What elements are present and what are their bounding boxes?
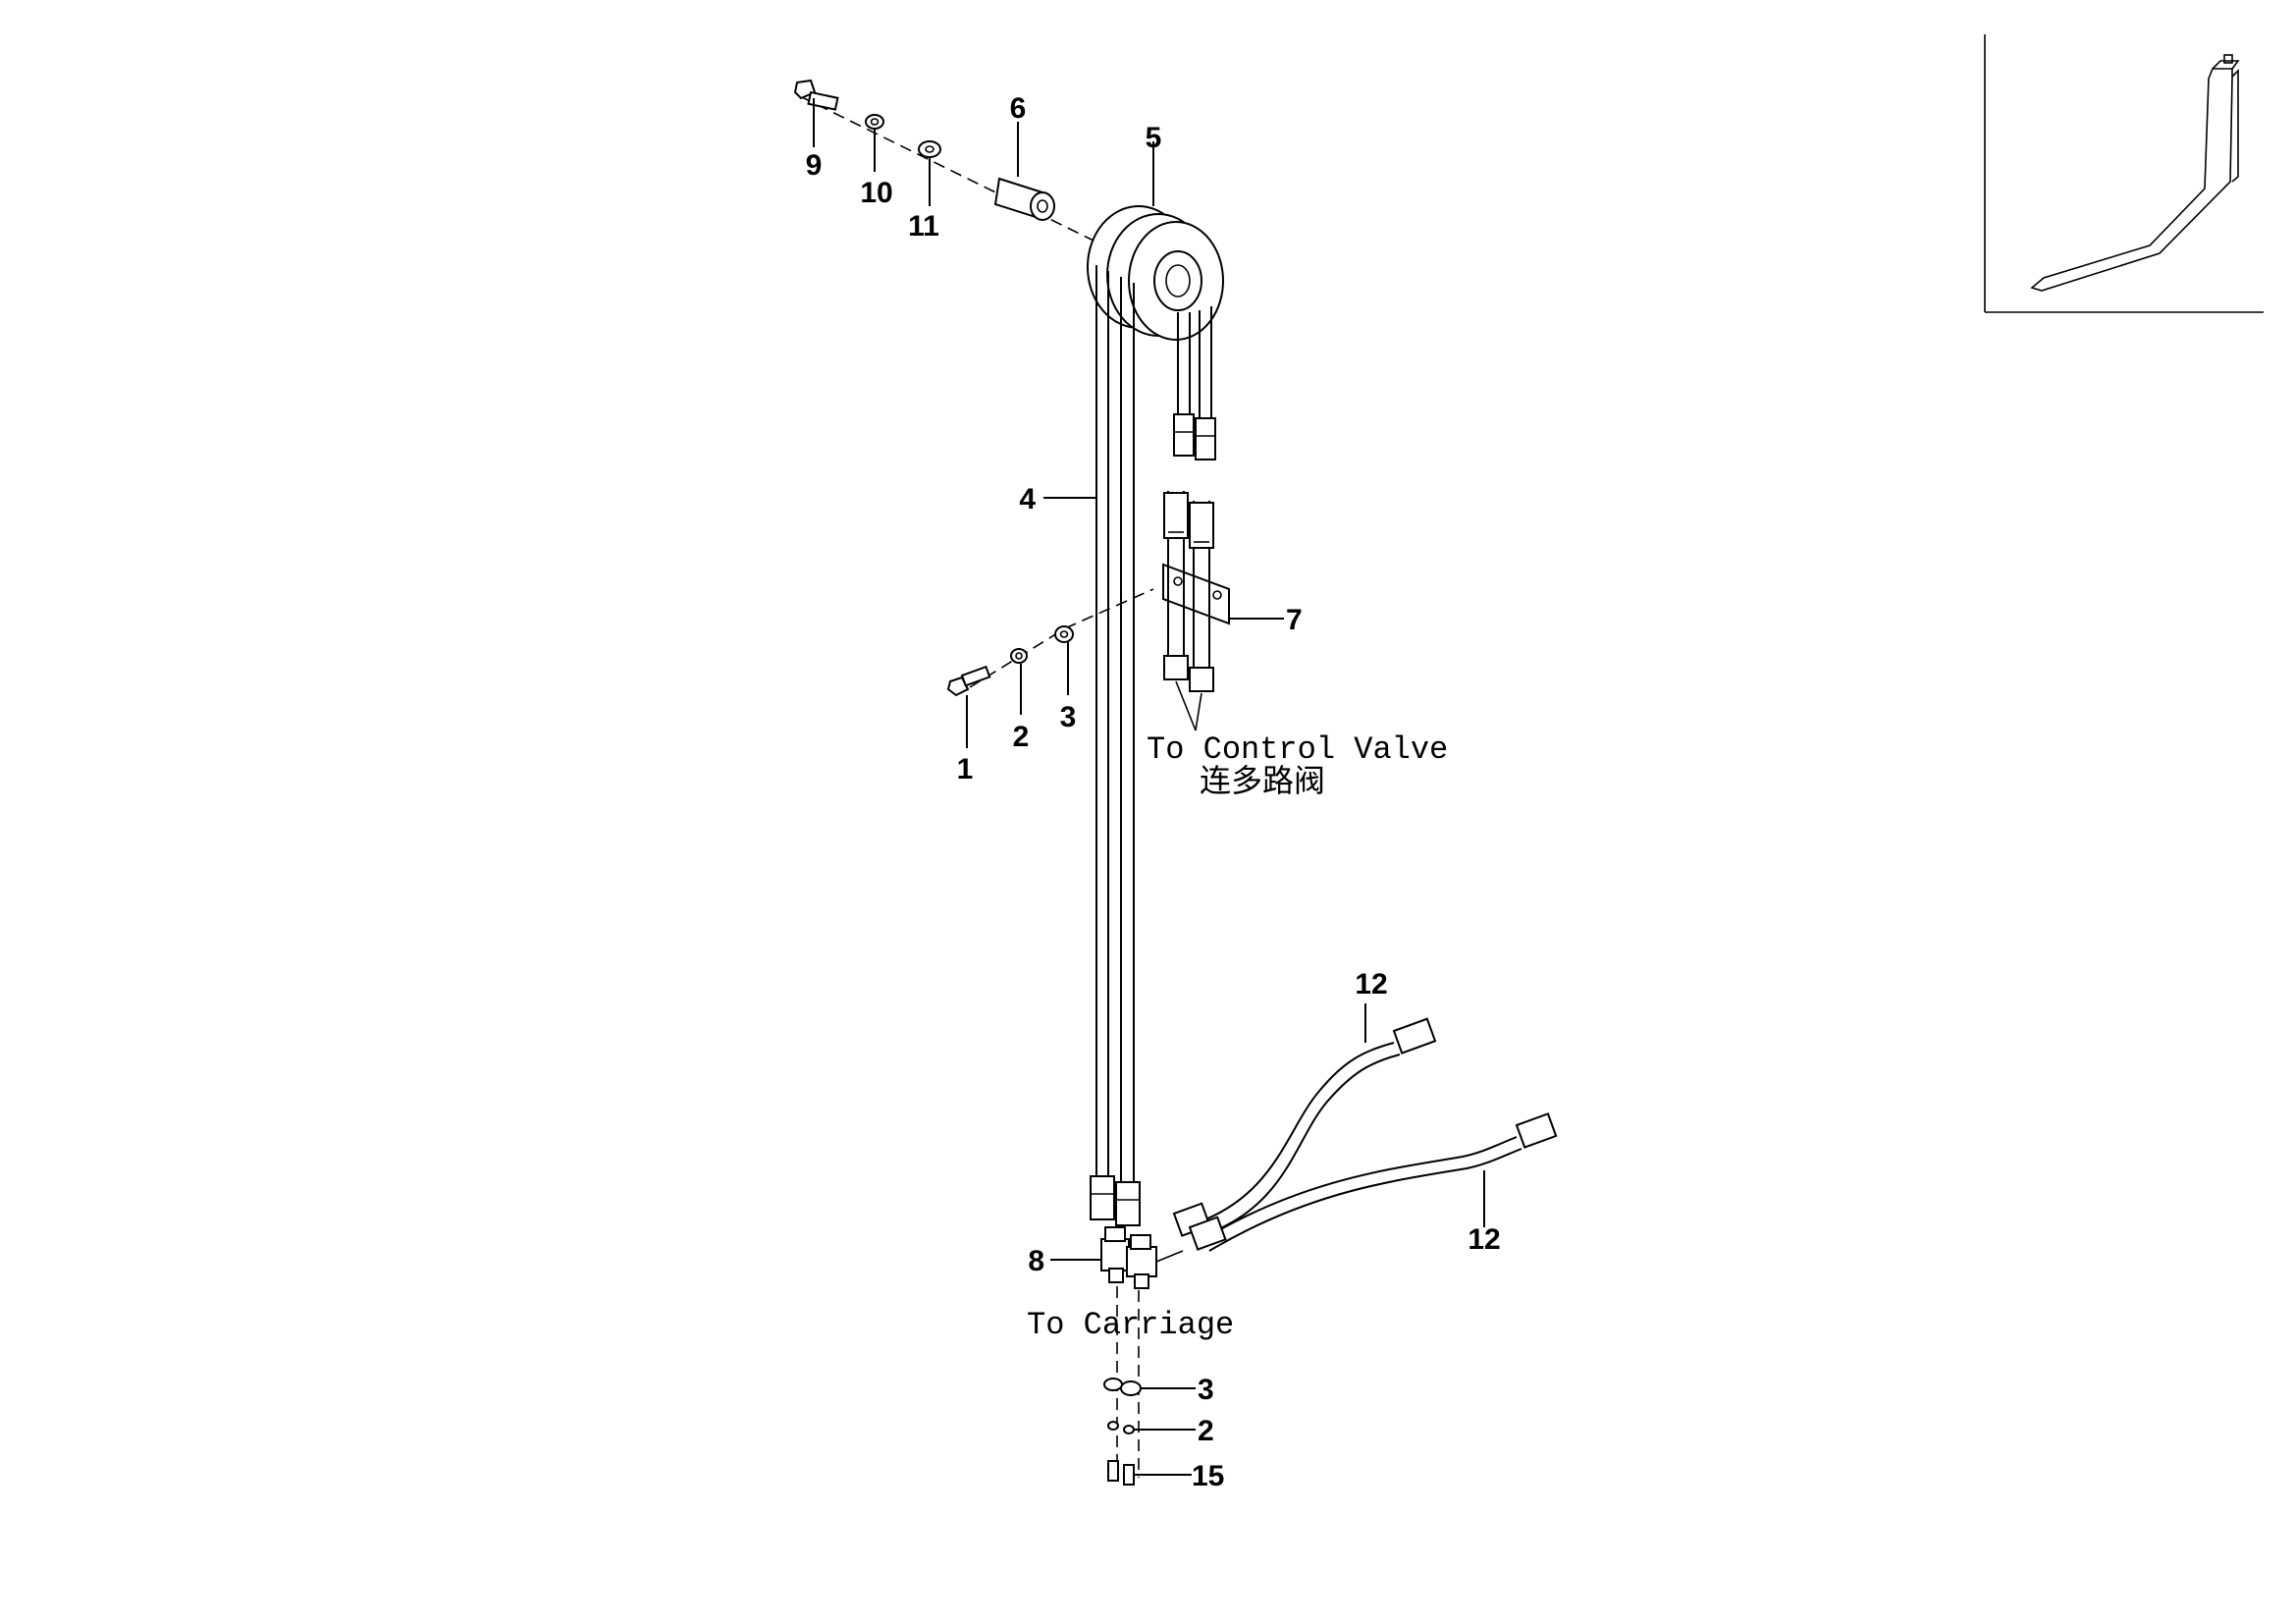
- callout-12-upper: 12: [1355, 968, 1387, 1001]
- callout-2: 2: [1013, 721, 1030, 753]
- callout-11: 11: [908, 210, 939, 243]
- pin-part-6: [993, 177, 1055, 221]
- callout-15: 15: [1192, 1460, 1224, 1492]
- inset-fork-thumbnail: [1984, 34, 2264, 313]
- hose-part-12: [1172, 1017, 1558, 1252]
- washer-part-10: [865, 114, 884, 130]
- note-to-control-valve: To Control Valve: [1147, 731, 1448, 768]
- washer-part-3: [1054, 625, 1074, 643]
- callout-12-lower: 12: [1468, 1223, 1500, 1256]
- washer-part-2: [1010, 648, 1028, 664]
- callout-4: 4: [1019, 483, 1036, 515]
- hose-part-4: [1090, 265, 1216, 1226]
- callout-3-bottom: 3: [1198, 1374, 1214, 1406]
- note-to-carriage: To Carriage: [1027, 1307, 1234, 1343]
- callout-7: 7: [1286, 604, 1303, 636]
- callout-9: 9: [806, 149, 823, 182]
- callout-1: 1: [957, 753, 974, 785]
- note-to-control-valve-cn: 连多路阀: [1200, 762, 1325, 799]
- callout-2-bottom: 2: [1198, 1415, 1214, 1447]
- callout-10: 10: [860, 177, 892, 209]
- callout-3: 3: [1060, 701, 1077, 733]
- callout-6: 6: [1010, 92, 1027, 125]
- bolt-part-1: [946, 665, 991, 697]
- callout-5: 5: [1146, 122, 1162, 154]
- tee-fitting-part-8: [1100, 1226, 1184, 1289]
- callout-8: 8: [1028, 1245, 1044, 1277]
- leader-lines: [813, 98, 1485, 1476]
- hardware-set-mid: [946, 625, 1074, 697]
- bracket-part-7: [1064, 491, 1230, 731]
- hardware-set-bottom: [1103, 1286, 1142, 1486]
- washer-part-11: [918, 140, 941, 158]
- bolt-part-9: [793, 79, 839, 111]
